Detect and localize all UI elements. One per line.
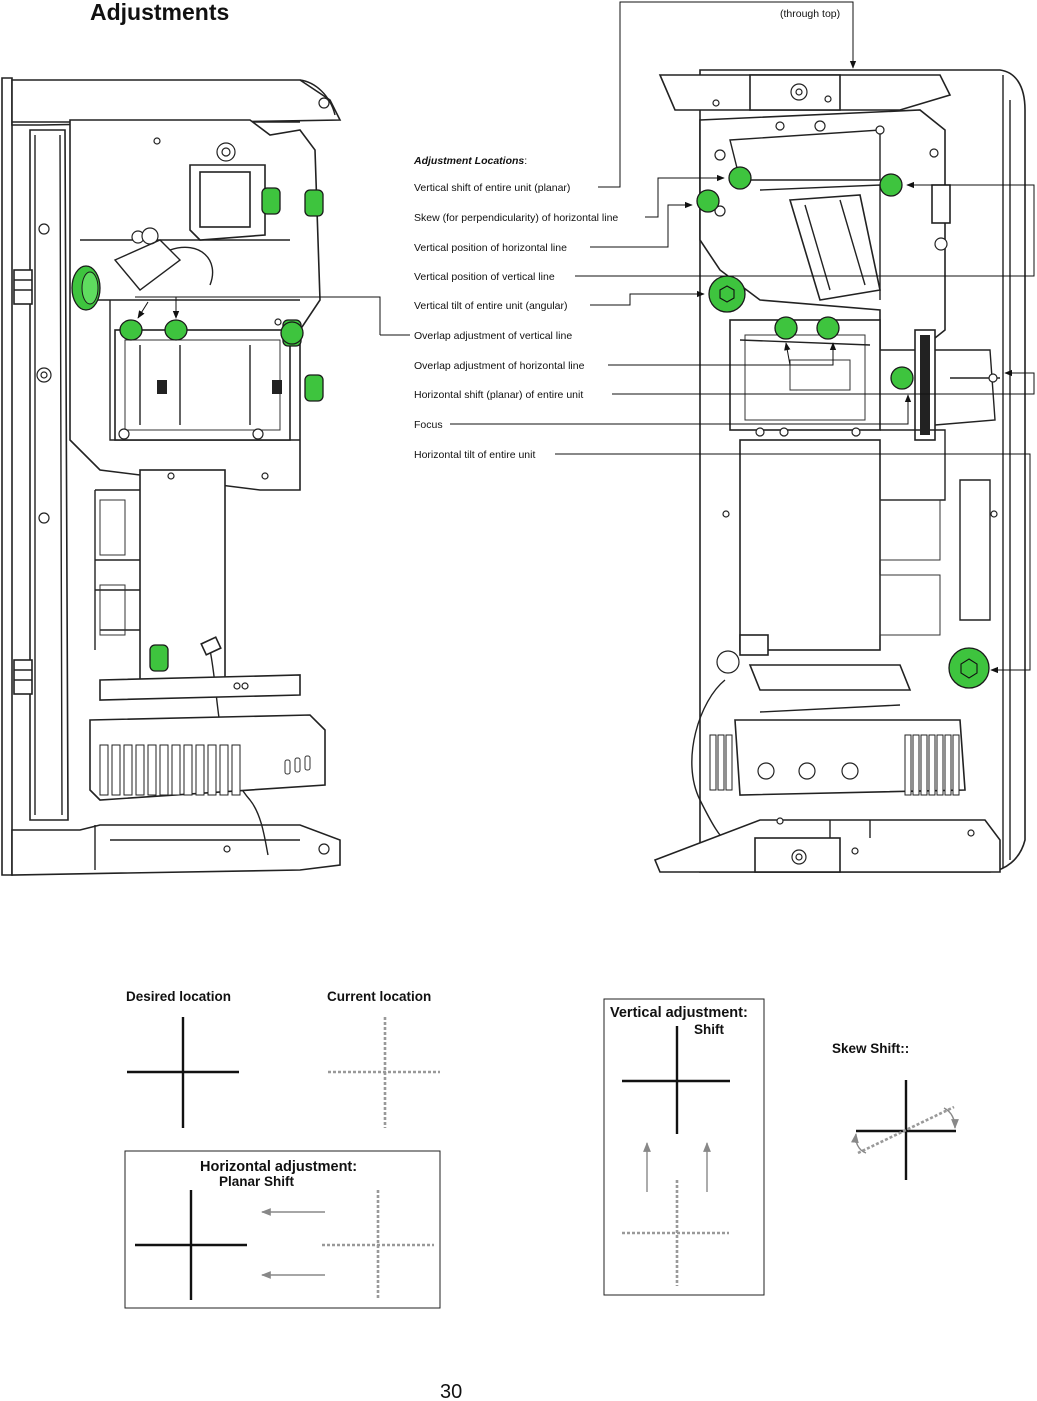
right-heatsink-fins <box>709 734 960 796</box>
skew-shift-diagram: Skew Shift:: <box>832 1041 959 1180</box>
callout-item: Overlap adjustment of horizontal line <box>414 360 585 372</box>
left-device-drawing <box>1 77 342 876</box>
current-location-label: Current location <box>327 989 431 1004</box>
right-device-drawing <box>653 69 1026 873</box>
adjuster-knob-icon <box>71 187 324 672</box>
left-heatsink-fins <box>99 744 241 796</box>
callout-heading-colon: : <box>524 155 527 167</box>
page-number: 30 <box>440 1381 462 1401</box>
current-location-diagram: Current location <box>327 989 440 1128</box>
callout-item: Overlap adjustment of vertical line <box>414 330 572 342</box>
horizontal-adjustment-diagram: Horizontal adjustment: Planar Shift <box>124 1150 441 1309</box>
desired-location-label: Desired location <box>126 989 231 1004</box>
vertical-adjustment-diagram: Vertical adjustment: Shift <box>603 998 765 1296</box>
horizontal-adjustment-title: Horizontal adjustment: <box>200 1159 357 1175</box>
vertical-adjustment-subtitle: Shift <box>694 1022 724 1037</box>
callout-item: Vertical tilt of entire unit (angular) <box>414 300 568 312</box>
callout-item: Horizontal tilt of entire unit <box>414 449 535 461</box>
callout-item: Horizontal shift (planar) of entire unit <box>414 389 583 401</box>
pointer-arrow-icon <box>943 1107 959 1129</box>
skew-shift-title: Skew Shift:: <box>832 1041 909 1056</box>
page-title: Adjustments <box>90 0 229 25</box>
callout-item: Skew (for perpendicularity) of horizonta… <box>414 212 618 224</box>
pointer-arrow-icon <box>851 1133 867 1154</box>
through-top-label: (through top) <box>780 8 840 20</box>
desired-location-diagram: Desired location <box>126 989 239 1128</box>
adjuster-knob-icon <box>696 166 990 689</box>
horizontal-adjustment-subtitle: Planar Shift <box>219 1174 295 1189</box>
callout-item: Vertical position of vertical line <box>414 271 555 283</box>
callout-leaders <box>135 1 1035 674</box>
vertical-adjustment-title: Vertical adjustment: <box>610 1005 748 1021</box>
callout-item: Vertical position of horizontal line <box>414 242 567 254</box>
callout-heading: Adjustment Locations <box>413 155 524 167</box>
callout-item: Vertical shift of entire unit (planar) <box>414 182 570 194</box>
callout-item: Focus <box>414 419 443 431</box>
svg-text:Adjustment Locations:: Adjustment Locations: <box>413 155 527 167</box>
